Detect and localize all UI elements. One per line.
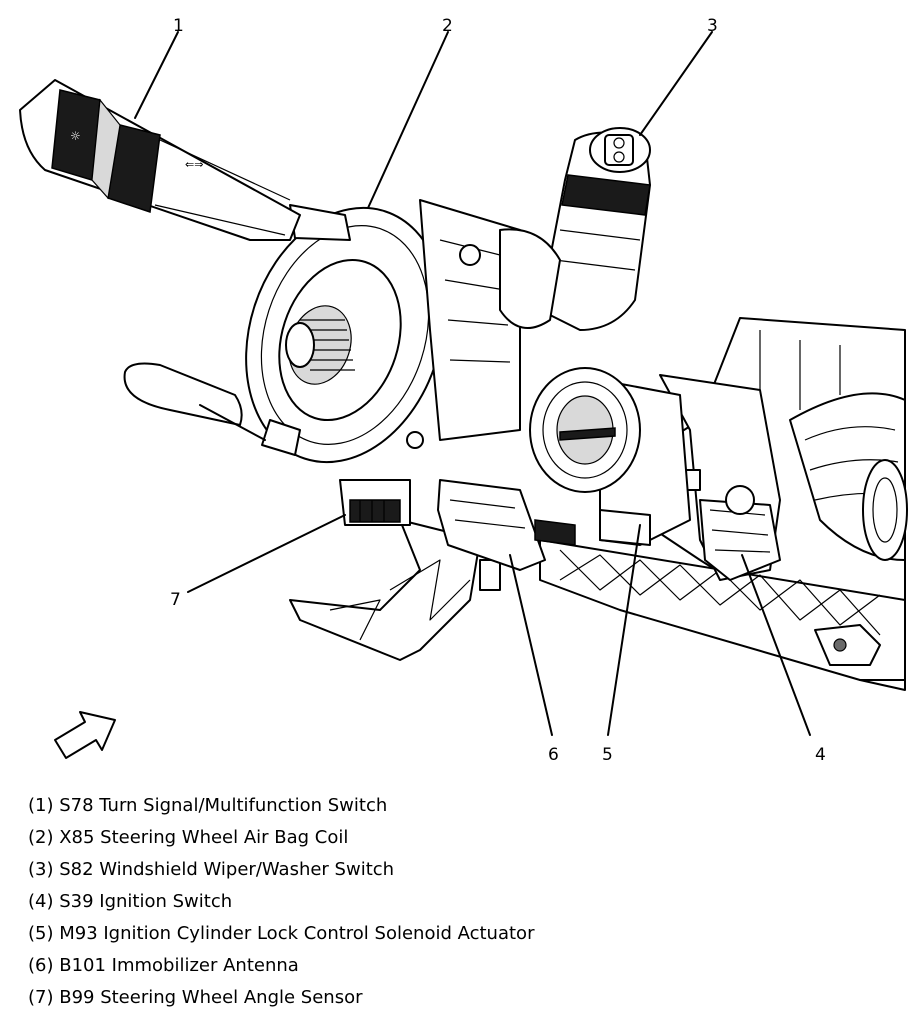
mounting-bracket — [289, 519, 906, 681]
immobilizer-antenna — [437, 479, 576, 571]
turn-signal-lever: ☼ ⇐⇒ — [19, 79, 301, 241]
legend-item-5: (5) M93 Ignition Cylinder Lock Control S… — [28, 923, 535, 944]
callout-2: 2 — [442, 16, 453, 36]
wiper-washer-lever — [499, 127, 651, 331]
callout-5: 5 — [602, 745, 613, 765]
legend-item-3: (3) S82 Windshield Wiper/Washer Switch — [28, 859, 395, 880]
steering-angle-sensor — [339, 479, 411, 526]
svg-text:⇐⇒: ⇐⇒ — [185, 158, 203, 171]
legend-item-7: (7) B99 Steering Wheel Angle Sensor — [28, 987, 363, 1008]
callout-4: 4 — [815, 745, 826, 765]
callout-1: 1 — [173, 16, 184, 36]
component-legend: (1) S78 Turn Signal/Multifunction Switch… — [28, 790, 534, 1014]
legend-item-4: (4) S39 Ignition Switch — [28, 891, 233, 912]
legend-item-2: (2) X85 Steering Wheel Air Bag Coil — [28, 827, 349, 848]
tab-paddle — [123, 362, 266, 441]
ignition-switch — [659, 374, 781, 581]
steering-column-illustration: ☼ ⇐⇒ — [19, 16, 908, 765]
direction-arrow-icon — [54, 711, 116, 759]
callout-3: 3 — [707, 16, 718, 36]
callout-7: 7 — [170, 590, 181, 610]
callout-6: 6 — [548, 745, 559, 765]
leader-lines — [134, 31, 811, 736]
air-bag-coil — [245, 199, 521, 464]
legend-item-6: (6) B101 Immobilizer Antenna — [28, 955, 299, 976]
legend-item-1: (1) S78 Turn Signal/Multifunction Switch — [28, 795, 388, 816]
lock-cylinder-solenoid — [529, 367, 691, 546]
svg-text:☼: ☼ — [70, 129, 81, 143]
